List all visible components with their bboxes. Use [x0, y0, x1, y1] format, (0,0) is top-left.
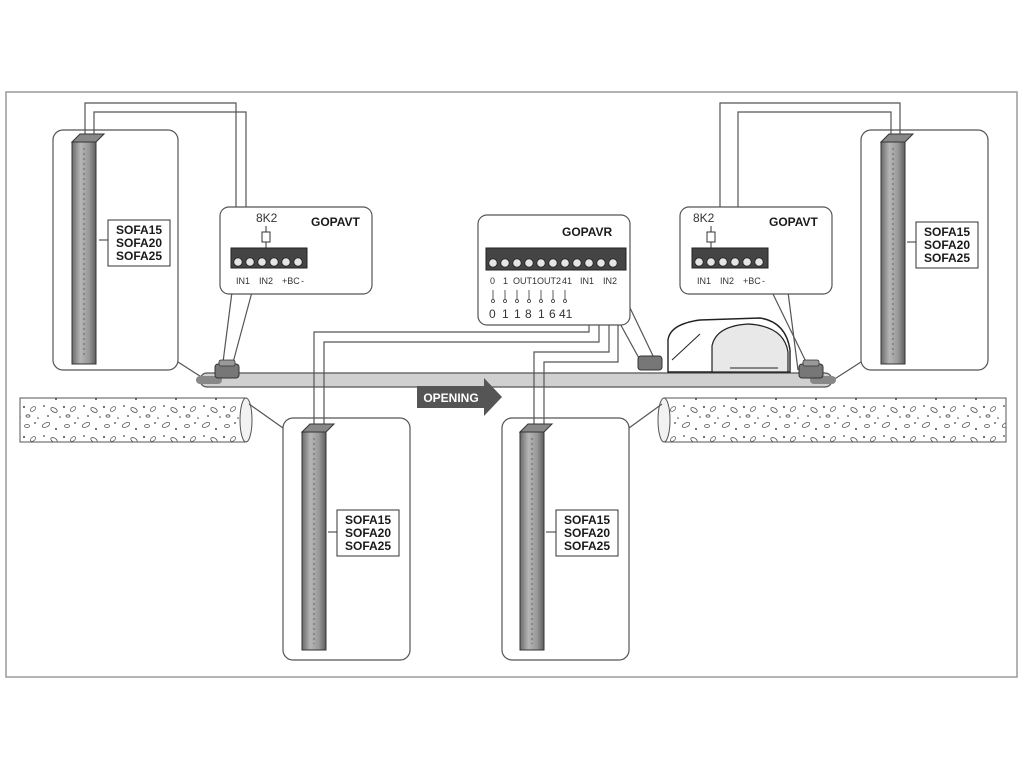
receiver-output-label-6: 41 — [559, 307, 573, 321]
receiver-module: GOPAVR 0 1 OUT1 OUT2 41 IN1 IN2 0 1 1 8 — [477, 214, 631, 326]
receiver-unit-mount — [637, 355, 663, 371]
sensor-post-bottom-left — [300, 423, 336, 651]
model-label-top-left: SOFA15 SOFA20 SOFA25 — [99, 219, 171, 267]
transmitter-module-left: GOPAVT 8K2 IN1 IN2 +BC - — [219, 206, 373, 295]
callout-box-bottom-right — [501, 417, 630, 661]
sensor-post-bottom-right — [518, 423, 554, 651]
opening-arrow — [417, 378, 502, 416]
transmitter-mount-right — [798, 359, 824, 379]
model-label-top-right: SOFA15 SOFA20 SOFA25 — [907, 221, 979, 269]
receiver-terminal-0: 0 — [490, 276, 495, 286]
model-label-sofa25: SOFA25 — [345, 539, 391, 553]
model-label-sofa15: SOFA15 — [924, 225, 970, 239]
model-label-sofa20: SOFA20 — [924, 238, 970, 252]
receiver-output-label-4: 1 — [538, 307, 545, 321]
transmitter-mount-left — [214, 359, 240, 379]
sensor-post-top-left — [70, 133, 106, 365]
transmitter-title: GOPAVT — [769, 215, 819, 229]
receiver-terminal-out1: OUT1 — [513, 276, 537, 286]
ground-left — [19, 397, 253, 443]
model-label-sofa15: SOFA15 — [564, 513, 610, 527]
receiver-title: GOPAVR — [562, 225, 613, 239]
gate-motor — [667, 317, 791, 373]
model-label-sofa20: SOFA20 — [116, 236, 162, 250]
receiver-terminal-in1: IN1 — [580, 276, 594, 286]
transmitter-title: GOPAVT — [311, 215, 361, 229]
resistor-label: 8K2 — [256, 211, 278, 225]
model-label-sofa25: SOFA25 — [924, 251, 970, 265]
model-label-sofa25: SOFA25 — [564, 539, 610, 553]
opening-label: OPENING — [423, 391, 478, 405]
model-label-sofa25: SOFA25 — [116, 249, 162, 263]
terminal-label-in1: IN1 — [697, 276, 711, 286]
receiver-output-label-3: 8 — [525, 307, 532, 321]
terminal-label-in1: IN1 — [236, 276, 250, 286]
terminal-label-in2: IN2 — [259, 276, 273, 286]
sensor-post-top-right — [879, 133, 915, 365]
receiver-terminal-1: 1 — [503, 276, 508, 286]
model-label-bottom-left: SOFA15 SOFA20 SOFA25 — [328, 509, 400, 557]
terminal-label-bc: +BC — [282, 276, 300, 286]
model-label-sofa15: SOFA15 — [116, 223, 162, 237]
receiver-output-label-5: 6 — [549, 307, 556, 321]
callout-box-top-left — [52, 129, 179, 371]
receiver-output-label-1: 1 — [502, 307, 509, 321]
receiver-terminal-out2: OUT2 — [537, 276, 561, 286]
callout-box-top-right — [860, 129, 989, 371]
ground-right — [657, 397, 1007, 443]
callout-box-bottom-left — [282, 417, 411, 661]
terminal-label-in2: IN2 — [720, 276, 734, 286]
receiver-output-label-2: 1 — [514, 307, 521, 321]
model-label-sofa20: SOFA20 — [345, 526, 391, 540]
resistor-label: 8K2 — [693, 211, 715, 225]
terminal-label-minus: - — [762, 276, 765, 286]
transmitter-module-right: GOPAVT 8K2 IN1 IN2 +BC - — [679, 206, 833, 295]
receiver-terminal-in2: IN2 — [603, 276, 617, 286]
model-label-sofa15: SOFA15 — [345, 513, 391, 527]
receiver-terminal-41: 41 — [562, 276, 572, 286]
model-label-sofa20: SOFA20 — [564, 526, 610, 540]
model-label-bottom-right: SOFA15 SOFA20 SOFA25 — [546, 509, 619, 557]
receiver-output-label-0: 0 — [489, 307, 496, 321]
terminal-label-bc: +BC — [743, 276, 761, 286]
terminal-label-minus: - — [301, 276, 304, 286]
diagram-frame — [5, 91, 1018, 678]
